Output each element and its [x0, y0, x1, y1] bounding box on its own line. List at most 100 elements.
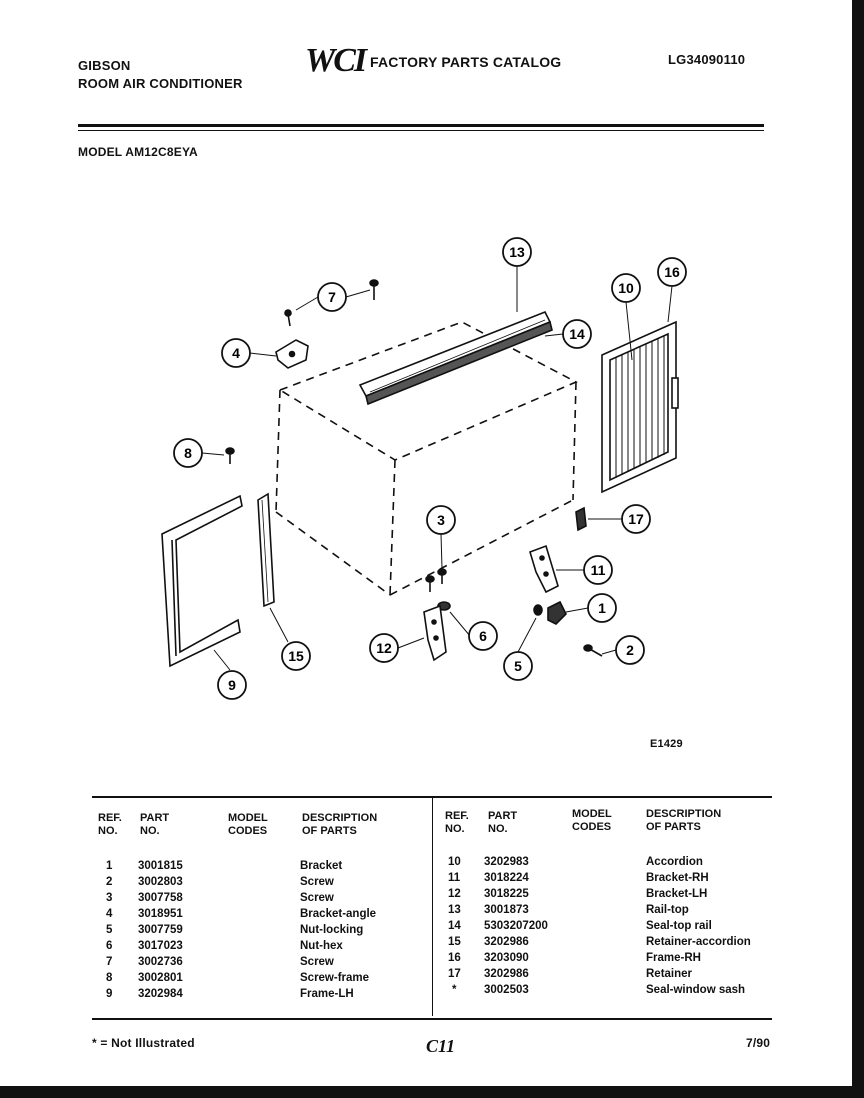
brand-name: GIBSON — [78, 58, 131, 73]
table-row: 16 — [448, 952, 461, 964]
part-description: Screw — [300, 892, 334, 904]
model-label: MODEL AM12C8EYA — [78, 145, 198, 159]
page-number: C11 — [426, 1036, 456, 1056]
svg-text:12: 12 — [376, 640, 392, 656]
svg-text:3: 3 — [437, 512, 445, 528]
part-description: Nut-locking — [300, 924, 364, 936]
not-illustrated-note: * = Not Illustrated — [92, 1036, 195, 1050]
part-number: 3202984 — [138, 988, 183, 1000]
exploded-parts-diagram: 13 14 10 16 7 4 8 3 11 17 1 2 5 6 12 15 … — [161, 237, 687, 700]
table-row: 7 — [106, 956, 113, 968]
svg-text:14: 14 — [569, 326, 585, 342]
part-description: Retainer-accordion — [646, 936, 751, 948]
table-row: 17 — [448, 968, 461, 980]
svg-text:1: 1 — [598, 600, 606, 616]
table-row: 15 — [448, 936, 461, 948]
table-row: 11 — [448, 872, 461, 884]
callout-8: 8 — [173, 438, 203, 468]
table-row: 6 — [106, 940, 113, 952]
table-row: * — [452, 984, 457, 996]
callout-11: 11 — [583, 555, 613, 585]
part-description: Bracket-angle — [300, 908, 377, 920]
table-bottom-rule — [92, 1018, 772, 1020]
part-description: Retainer — [646, 968, 693, 980]
part-number: 3002803 — [138, 876, 183, 888]
part-number: 3203090 — [484, 952, 529, 964]
part-number: 3002503 — [484, 984, 529, 996]
header-rule-bottom — [78, 130, 764, 131]
callout-3: 3 — [426, 505, 456, 535]
part-number: 3018951 — [138, 908, 183, 920]
table-row: 14 — [448, 920, 461, 932]
retainer-part — [575, 506, 587, 532]
svg-text:10: 10 — [618, 280, 634, 296]
svg-text:16: 16 — [664, 264, 680, 280]
bottom-border-bar — [0, 1086, 864, 1098]
header-rule-top — [78, 124, 764, 127]
part-number: 3002801 — [138, 972, 183, 984]
table-row: 5 — [106, 924, 113, 936]
svg-text:17: 17 — [628, 511, 644, 527]
table-row: 3 — [106, 892, 113, 904]
table-center-divider — [432, 798, 433, 1016]
table-row: 10 — [448, 856, 461, 868]
catalog-code: LG34090110 — [668, 52, 746, 67]
part-description: Screw — [300, 876, 334, 888]
table-row: 2 — [106, 876, 113, 888]
callout-13: 13 — [502, 237, 532, 267]
svg-text:7: 7 — [328, 289, 336, 305]
callout-6: 6 — [468, 621, 498, 651]
col-head-ref-left: REF.NO. — [98, 812, 122, 837]
bracket-rh-part — [529, 544, 559, 594]
part-description: Screw-frame — [300, 972, 370, 984]
part-description: Bracket — [300, 860, 343, 872]
callout-7: 7 — [317, 282, 347, 312]
table-row: 4 — [106, 908, 113, 920]
part-number: 3017023 — [138, 940, 183, 952]
svg-text:6: 6 — [479, 628, 487, 644]
callout-1: 1 — [587, 593, 617, 623]
part-number: 3002736 — [138, 956, 183, 968]
svg-text:13: 13 — [509, 244, 525, 260]
right-border-bar — [852, 0, 864, 1098]
part-description: Rail-top — [646, 904, 689, 916]
callout-10: 10 — [611, 273, 641, 303]
revision-date: 7/90 — [746, 1036, 771, 1050]
callout-17: 17 — [621, 504, 651, 534]
table-row: 12 — [448, 888, 461, 900]
callout-5: 5 — [503, 651, 533, 681]
part-number: 3202986 — [484, 968, 529, 980]
retainer-accordion-part — [257, 492, 275, 608]
svg-text:11: 11 — [591, 562, 606, 578]
part-description: Seal-top rail — [646, 920, 712, 932]
svg-text:9: 9 — [228, 677, 236, 693]
catalog-title: FACTORY PARTS CATALOG — [370, 54, 562, 70]
accordion-pleats — [615, 336, 665, 478]
part-number: 3018224 — [484, 872, 529, 884]
frame-lh-part — [161, 494, 243, 668]
part-number: 3202986 — [484, 936, 529, 948]
table-row: 8 — [106, 972, 113, 984]
callout-4: 4 — [221, 338, 251, 368]
part-description: Screw — [300, 956, 334, 968]
callout-2: 2 — [615, 635, 645, 665]
part-number: 3001815 — [138, 860, 183, 872]
callout-12: 12 — [369, 633, 399, 663]
callout-15: 15 — [281, 641, 311, 671]
part-number: 3007759 — [138, 924, 183, 936]
bracket-part — [547, 600, 567, 625]
col-head-ref-right: REF.NO. — [445, 810, 469, 835]
callout-16: 16 — [657, 257, 687, 287]
figure-code: E1429 — [650, 738, 683, 750]
part-description: Accordion — [646, 856, 703, 868]
part-description: Seal-window sash — [646, 984, 746, 996]
cabinet-outline — [275, 321, 578, 596]
part-number: 3202983 — [484, 856, 529, 868]
part-description: Bracket-RH — [646, 872, 709, 884]
